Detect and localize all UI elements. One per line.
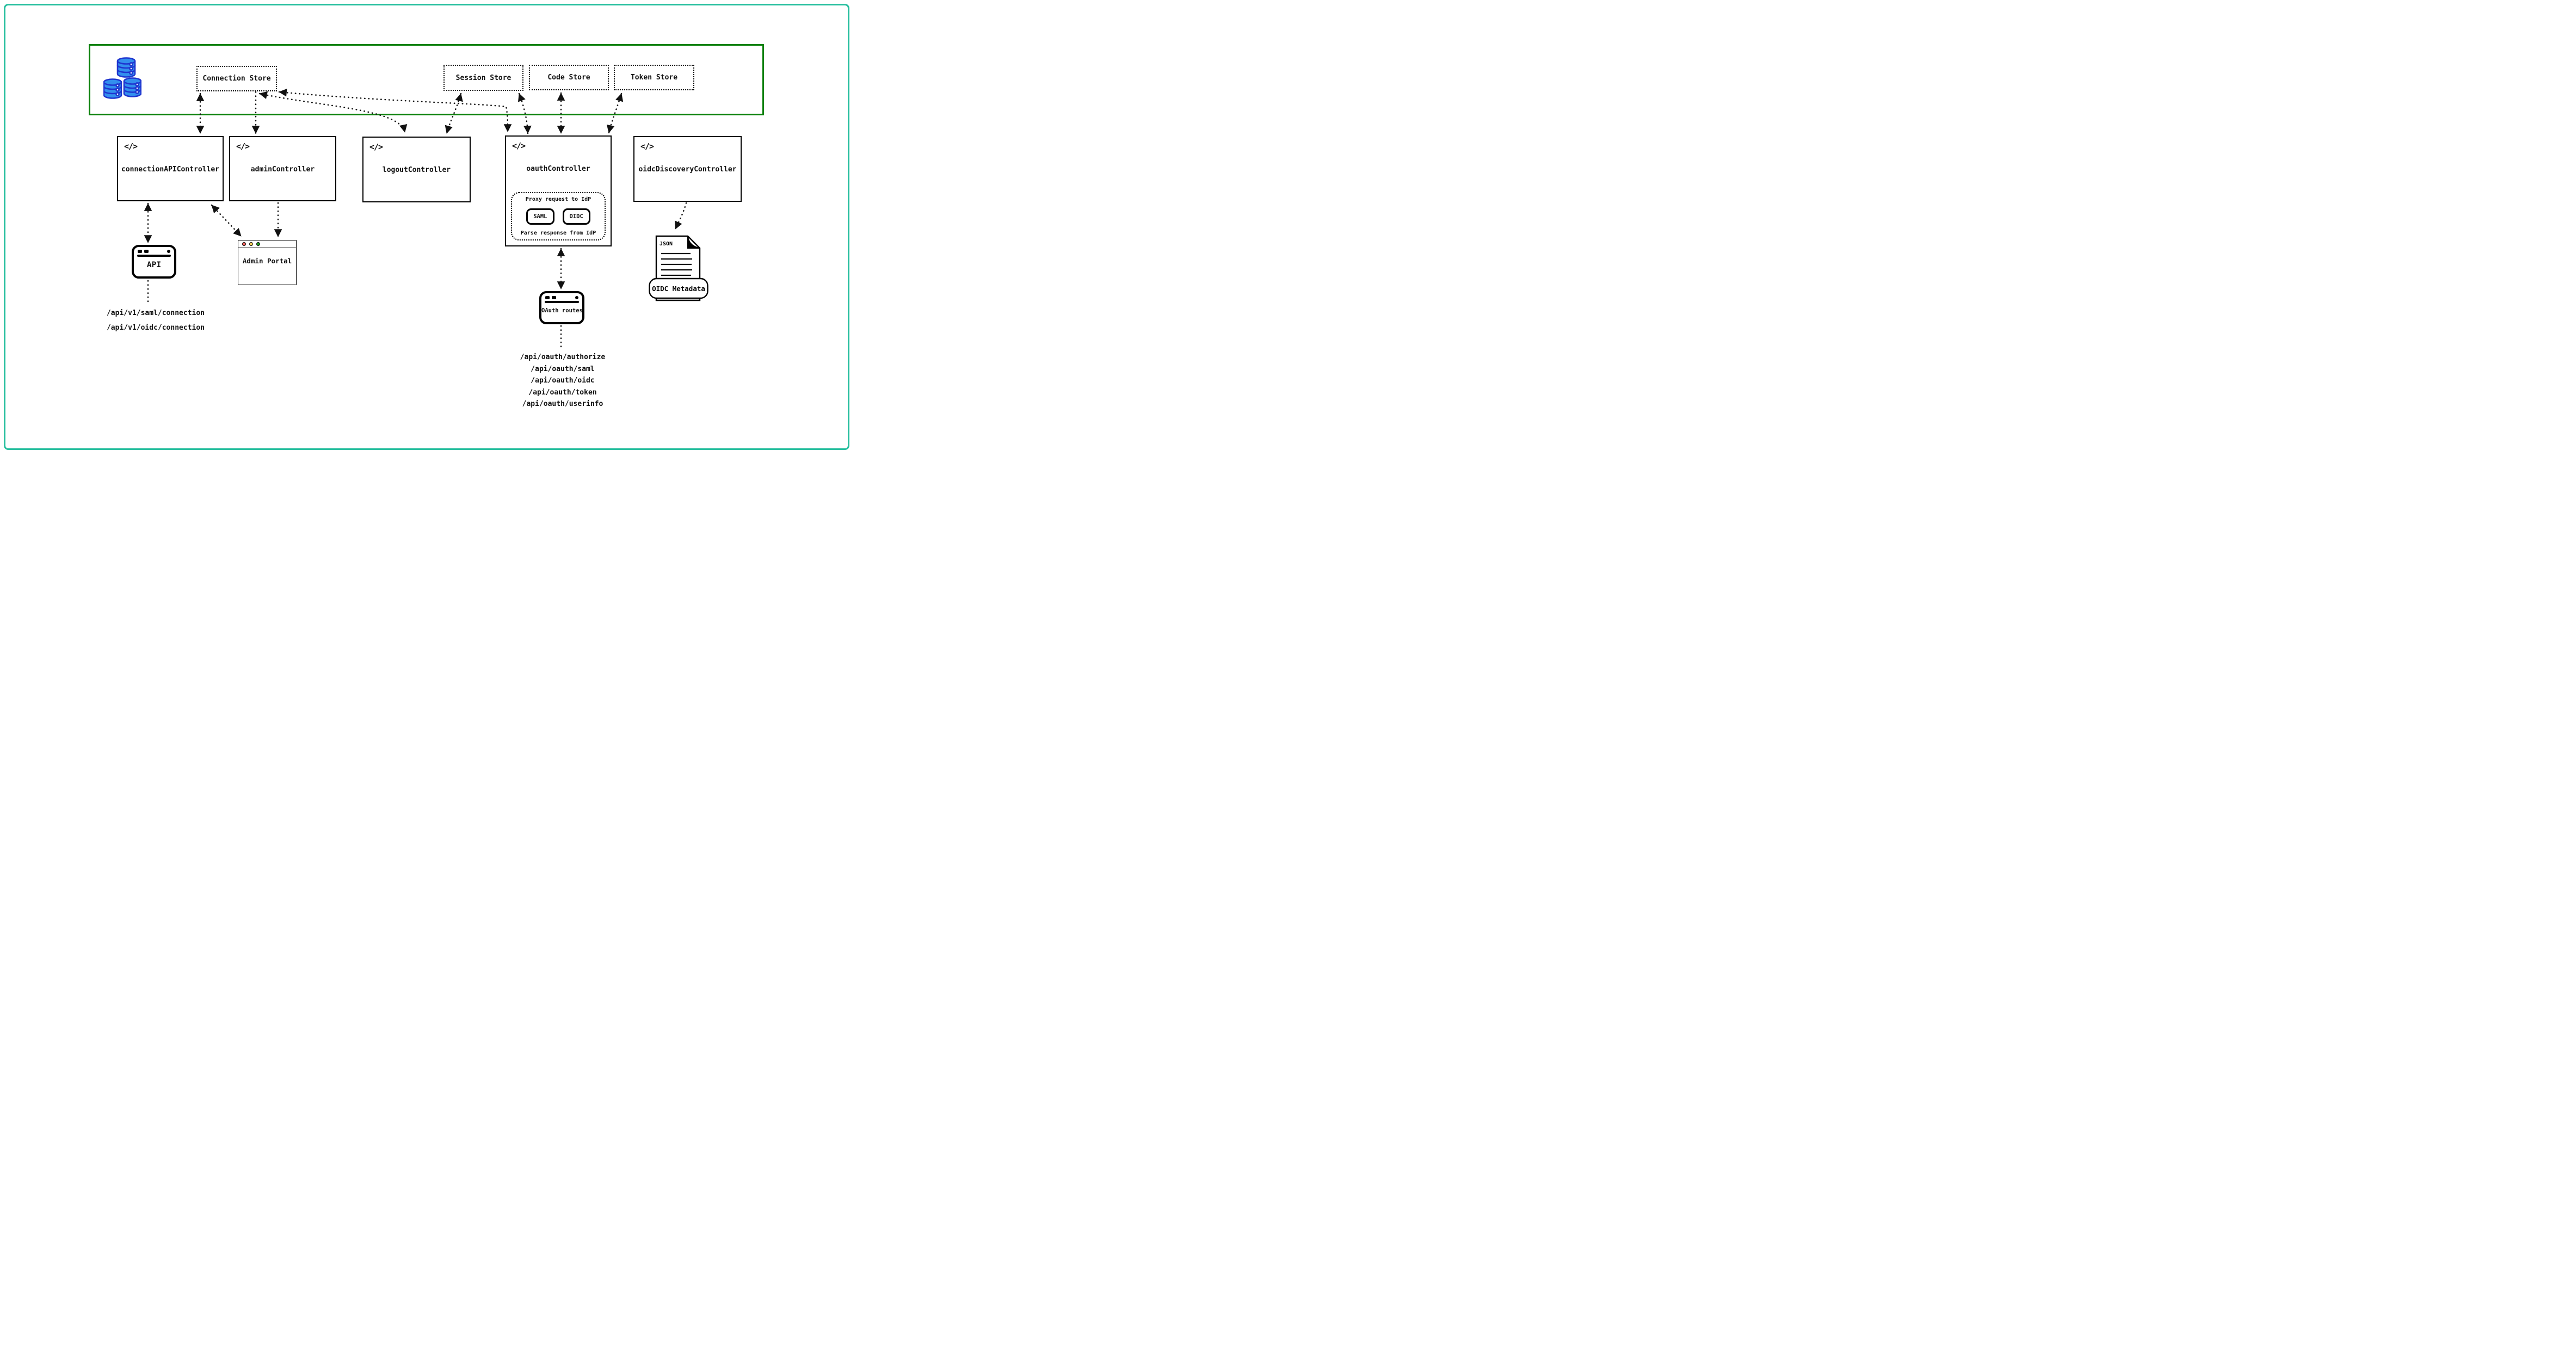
oidc-metadata-label: OIDC Metadata [652,285,705,293]
idp-proxy-section: Proxy request to IdP SAML OIDC Parse res… [511,192,606,240]
window-dot [545,296,550,299]
controller-label: connectionAPIController [121,165,219,174]
session-store: Session Store [443,65,523,91]
store-label: Connection Store [202,75,271,83]
window-dot [575,296,578,299]
admin-portal-window: Admin Portal [238,240,297,285]
route-path: /api/oauth/token [528,388,597,397]
code-store: Code Store [529,65,609,90]
parse-response-label: Parse response from IdP [520,230,596,236]
api-route-list: /api/v1/saml/connection /api/v1/oidc/con… [104,306,207,335]
route-path: /api/v1/oidc/connection [106,324,205,332]
json-document-icon: JSON OIDC Metadata [649,234,708,303]
controller-label: oidcDiscoveryController [638,165,737,174]
saml-protocol-chip: SAML [526,208,554,225]
route-path: /api/oauth/saml [531,365,595,373]
store-label: Session Store [455,73,511,82]
connection-api-controller: </> connectionAPIController [117,136,224,201]
code-icon: </> [512,141,526,151]
route-path: /api/oauth/authorize [520,353,606,361]
code-icon: </> [640,141,654,151]
route-path: /api/v1/saml/connection [106,309,205,317]
window-dot [552,296,556,299]
window-controls [238,240,296,248]
json-file-type: JSON [660,241,673,247]
route-path: /api/oauth/userinfo [522,400,603,409]
oauth-routes-window-icon: OAuth routes [539,291,584,324]
token-store: Token Store [614,65,694,90]
controller-label: oauthController [526,165,590,173]
window-bar [545,301,579,303]
window-dot [138,250,142,253]
architecture-diagram: Connection Store Session Store Code Stor… [0,0,853,454]
store-label: Code Store [547,73,590,82]
route-path: /api/oauth/oidc [531,377,595,385]
window-dot [167,250,170,253]
oauth-controller: </> oauthController Proxy request to IdP… [505,135,612,246]
code-icon: </> [124,141,138,151]
minimize-icon [249,242,253,246]
controller-label: adminController [250,165,315,174]
api-window-icon: API [132,245,176,279]
database-icon [103,56,142,101]
page-border [4,4,849,450]
maximize-icon [256,242,260,246]
proxy-request-label: Proxy request to IdP [525,196,591,202]
admin-controller: </> adminController [229,136,336,201]
code-icon: </> [236,141,250,151]
code-icon: </> [369,142,383,152]
oidc-protocol-chip: OIDC [562,208,590,225]
admin-portal-label: Admin Portal [242,257,292,265]
store-label: Token Store [630,73,678,82]
window-bar [137,255,171,257]
connection-store: Connection Store [196,66,277,91]
oidc-discovery-controller: </> oidcDiscoveryController [633,136,742,202]
oauth-routes-label: OAuth routes [541,307,583,314]
api-window-label: API [146,261,162,269]
controller-label: logoutController [382,166,451,174]
window-dot [144,250,149,253]
oauth-route-list: /api/oauth/authorize /api/oauth/saml /ap… [511,351,614,410]
logout-controller: </> logoutController [362,137,471,202]
close-icon [242,242,246,246]
